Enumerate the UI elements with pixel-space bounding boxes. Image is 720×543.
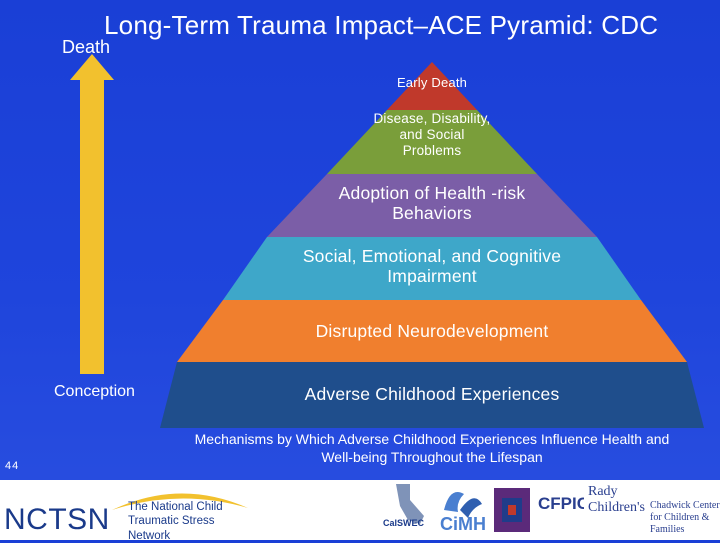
nctsn-swoosh-icon — [112, 493, 248, 510]
nctsn-logo-text: NCTSN — [4, 503, 110, 536]
layer-label-behaviors: Adoption of Health -risk Behaviors — [338, 183, 526, 224]
nctsn-logo-subtitle: The National Child Traumatic Stress Netw… — [128, 501, 223, 542]
rady-logo-text: Rady Children's — [588, 484, 645, 516]
layer-label-disease: Disease, Disability, and Social Problems — [373, 111, 491, 159]
rady-childrens-logo: Rady Children's — [586, 480, 648, 540]
calswec-logo: CalSWEC — [380, 480, 432, 540]
california-map-icon — [396, 484, 424, 524]
pyramid-layer-early-death — [387, 62, 477, 110]
cimh-logo-text: CiMH — [440, 514, 486, 534]
pyramid-layer-impairment — [223, 237, 641, 300]
cfpic-logo-text: CFPIC — [538, 494, 584, 513]
pyramid-layer-neurodevelopment — [177, 300, 687, 362]
layer-label-neurodevelopment: Disrupted Neurodevelopment — [315, 321, 549, 341]
axis-top-label: Death — [62, 37, 111, 57]
pyramid-layer-disease — [327, 110, 537, 174]
framed-square-logo — [490, 480, 534, 540]
cimh-logo: CiMH — [434, 480, 488, 540]
cfpic-logo: CFPIC — [536, 480, 584, 540]
layer-label-impairment: Social, Emotional, and Cognitive Impairm… — [302, 246, 562, 287]
pyramid-layer-behaviors — [267, 174, 597, 237]
pyramid-layer-ace — [160, 362, 704, 428]
pyramid-caption: Mechanisms by Which Adverse Childhood Ex… — [194, 431, 670, 466]
axis-bottom-label: Conception — [54, 383, 135, 400]
chadwick-center-logo: Chadwick Center for Children & Families — [648, 480, 720, 540]
hands-icon — [444, 492, 482, 518]
chadwick-logo-text: Chadwick Center for Children & Families — [650, 500, 720, 535]
layer-label-early-death: Early Death — [396, 75, 468, 90]
layer-label-ace: Adverse Childhood Experiences — [304, 384, 560, 404]
page-number: 44 — [5, 460, 20, 472]
framed-square-icon — [494, 488, 530, 532]
slide-title: Long-Term Trauma Impact–ACE Pyramid: CDC — [104, 10, 659, 40]
calswec-logo-text: CalSWEC — [383, 518, 425, 528]
